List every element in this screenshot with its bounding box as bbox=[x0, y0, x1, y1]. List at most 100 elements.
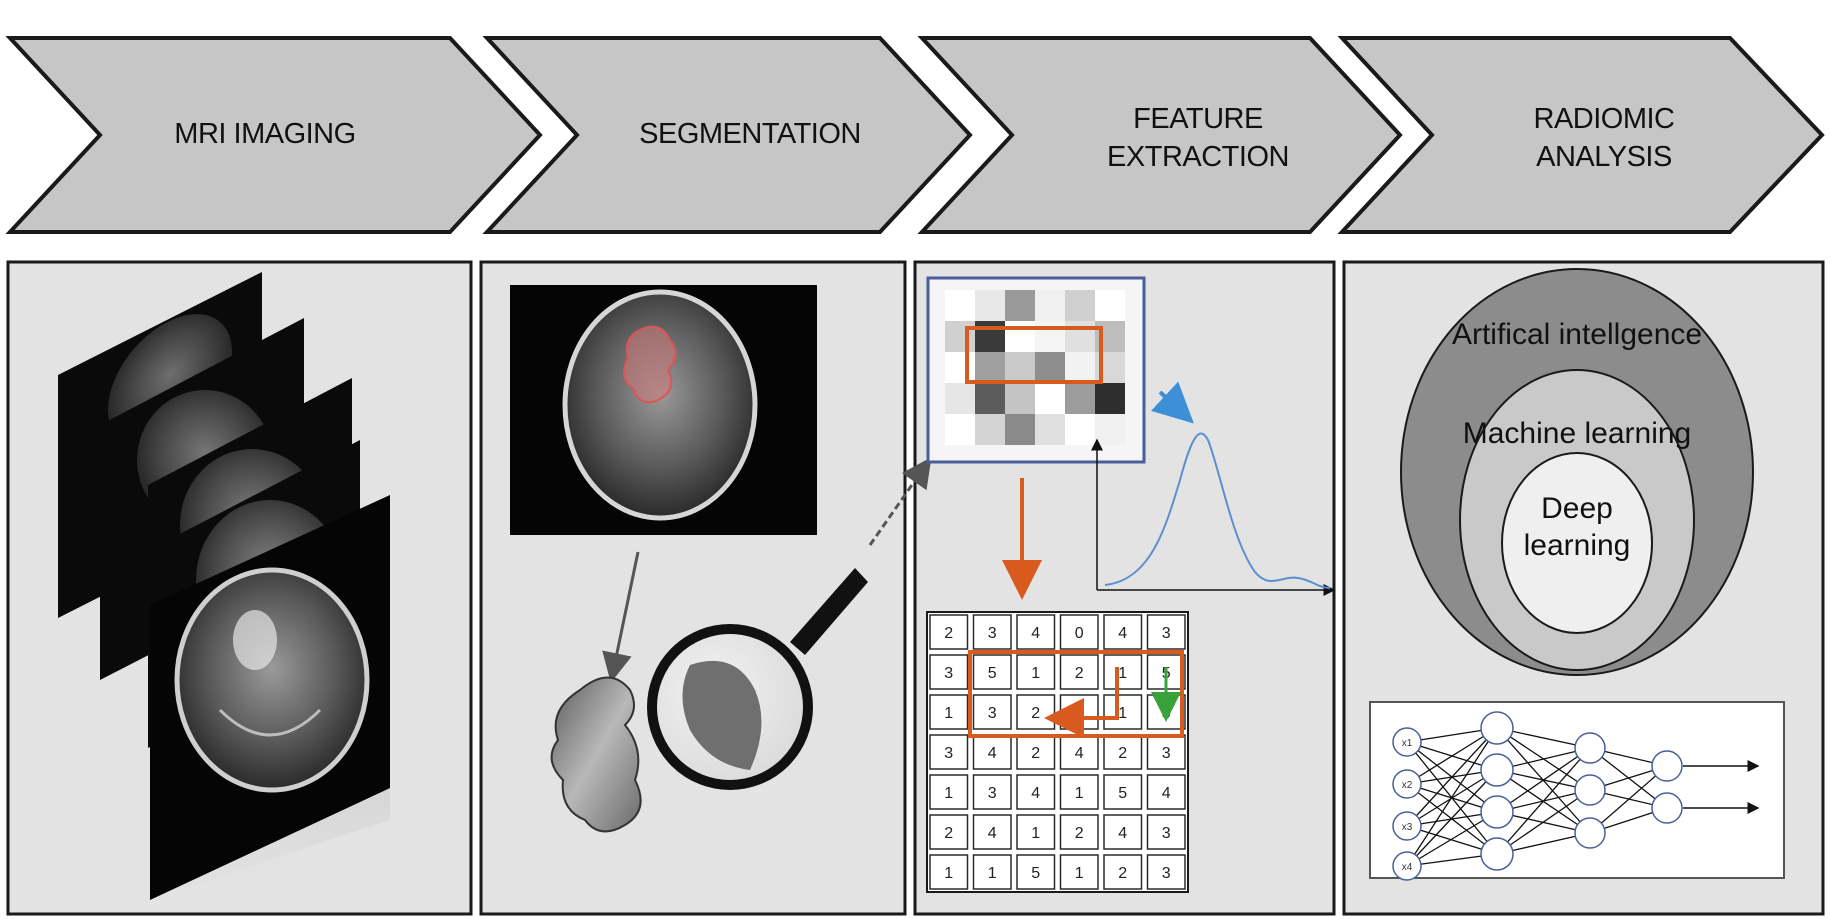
step-label-radiomic-analysis-line2: ANALYSIS bbox=[1536, 141, 1672, 173]
matrix-cell bbox=[1103, 774, 1143, 810]
matrix-cell-value: 2 bbox=[944, 625, 953, 642]
texture-roi-highlight bbox=[965, 326, 1103, 384]
nn-node bbox=[1480, 837, 1514, 871]
matrix-cell bbox=[1016, 654, 1056, 690]
nn-connection bbox=[1589, 765, 1668, 834]
matrix-cell bbox=[972, 854, 1012, 890]
matrix-cell bbox=[1059, 774, 1099, 810]
nn-connection bbox=[1406, 769, 1498, 867]
nn-node bbox=[1392, 769, 1422, 799]
matrix-cell-value: 2 bbox=[1118, 865, 1127, 882]
matrix-cell bbox=[1059, 654, 1099, 690]
matrix-cell-value: 4 bbox=[1075, 745, 1084, 762]
texture-pixel bbox=[1005, 321, 1035, 352]
venn-label-machine-learning: Machine learning bbox=[1463, 417, 1691, 450]
venn-label-deep-learning-line2: learning bbox=[1524, 529, 1631, 562]
matrix-cell-value: 4 bbox=[1162, 785, 1171, 802]
matrix-cell-value: 1 bbox=[944, 705, 953, 722]
matrix-cell bbox=[1059, 614, 1099, 650]
matrix-cell-value: 2 bbox=[1075, 825, 1084, 842]
texture-pixel bbox=[1095, 383, 1125, 414]
matrix-cell-value: 1 bbox=[1031, 825, 1040, 842]
nn-input-label: x2 bbox=[1402, 780, 1413, 791]
tumor-segmentation-outline bbox=[623, 325, 677, 404]
matrix-cell bbox=[1016, 814, 1056, 850]
chevron-feature-extraction bbox=[917, 36, 1403, 234]
matrix-cell-value: 3 bbox=[944, 665, 953, 682]
texture-pixel bbox=[1065, 383, 1095, 414]
matrix-cell-value: 4 bbox=[988, 825, 997, 842]
texture-pixel bbox=[1005, 290, 1035, 321]
texture-pixel bbox=[1005, 383, 1035, 414]
venn-label-artificial-intelligence: Artifical intellgence bbox=[1452, 318, 1702, 351]
texture-pixel bbox=[1035, 352, 1065, 383]
nn-node bbox=[1392, 811, 1422, 841]
matrix-cell-value: 1 bbox=[1031, 665, 1040, 682]
step-label-feature-extraction-line1: FEATURE bbox=[1133, 103, 1263, 135]
matrix-cell-value: 2 bbox=[1118, 745, 1127, 762]
texture-pixel bbox=[1065, 290, 1095, 321]
histogram-curve bbox=[1104, 432, 1331, 589]
texture-pixel bbox=[945, 290, 975, 321]
matrix-cell-value: 4 bbox=[1118, 625, 1127, 642]
matrix-cell-value: 4 bbox=[1118, 825, 1127, 842]
process-chevrons: MRI IMAGING SEGMENTATION FEATURE EXTRACT… bbox=[5, 36, 1825, 234]
texture-pixel bbox=[1005, 352, 1035, 383]
intensity-histogram-plot bbox=[1091, 432, 1336, 596]
texture-pixel bbox=[975, 321, 1005, 352]
matrix-cell-value: 3 bbox=[944, 745, 953, 762]
nn-node bbox=[1574, 774, 1606, 806]
nn-node bbox=[1480, 711, 1514, 745]
matrix-cell bbox=[1016, 854, 1056, 890]
matrix-cell bbox=[1016, 614, 1056, 650]
matrix-cell-value: 5 bbox=[988, 665, 997, 682]
venn-deep-learning bbox=[1501, 452, 1653, 634]
matrix-cell-value: 1 bbox=[1075, 865, 1084, 882]
texture-pixel bbox=[1035, 290, 1065, 321]
matrix-cell bbox=[1103, 814, 1143, 850]
mri-slice-5-front bbox=[150, 495, 390, 900]
chevron-radiomic-analysis bbox=[1337, 36, 1825, 234]
matrix-cell bbox=[1103, 694, 1143, 730]
matrix-cell bbox=[929, 694, 969, 730]
ai-venn-diagram: Artifical intellgence Machine learning D… bbox=[1400, 268, 1754, 676]
matrix-cell bbox=[972, 694, 1012, 730]
texture-pixel bbox=[1035, 321, 1065, 352]
magnifying-glass-icon bbox=[647, 568, 868, 790]
texture-pixel bbox=[1065, 414, 1095, 445]
texture-pixel bbox=[975, 352, 1005, 383]
matrix-cell bbox=[929, 734, 969, 770]
matrix-cell-value: 0 bbox=[1075, 625, 1084, 642]
blue-arrow-to-histogram bbox=[1150, 381, 1194, 424]
step-label-mri-imaging: MRI IMAGING bbox=[174, 118, 355, 150]
nn-input-label: x3 bbox=[1402, 822, 1413, 833]
matrix-cell bbox=[1146, 854, 1186, 890]
matrix-cell-value: 3 bbox=[1162, 825, 1171, 842]
matrix-cell-value: 4 bbox=[988, 745, 997, 762]
mri-slice-stack bbox=[58, 272, 390, 900]
segmented-tumor-shape bbox=[550, 676, 642, 833]
matrix-cell bbox=[972, 774, 1012, 810]
matrix-cell-value: 3 bbox=[988, 705, 997, 722]
texture-pixel bbox=[1005, 414, 1035, 445]
nn-input-label: x4 bbox=[1402, 862, 1413, 873]
nn-node bbox=[1480, 795, 1514, 829]
matrix-cell-value: 2 bbox=[944, 825, 953, 842]
pixel-texture-grid bbox=[945, 290, 1125, 445]
nn-node bbox=[1480, 753, 1514, 787]
nn-connection bbox=[1496, 747, 1591, 855]
chevron-segmentation bbox=[482, 36, 973, 234]
matrix-cell bbox=[1146, 814, 1186, 850]
texture-pixel bbox=[975, 414, 1005, 445]
matrix-cell bbox=[1016, 774, 1056, 810]
matrix-cell-value: 1 bbox=[1118, 665, 1127, 682]
matrix-cell-value: 1 bbox=[1075, 785, 1084, 802]
texture-pixel bbox=[945, 352, 975, 383]
segmentation-arrow bbox=[602, 551, 640, 683]
zoom-arrow bbox=[868, 457, 932, 546]
matrix-cell-value: 3 bbox=[988, 625, 997, 642]
venn-label-deep-learning-line1: Deep bbox=[1541, 492, 1613, 525]
